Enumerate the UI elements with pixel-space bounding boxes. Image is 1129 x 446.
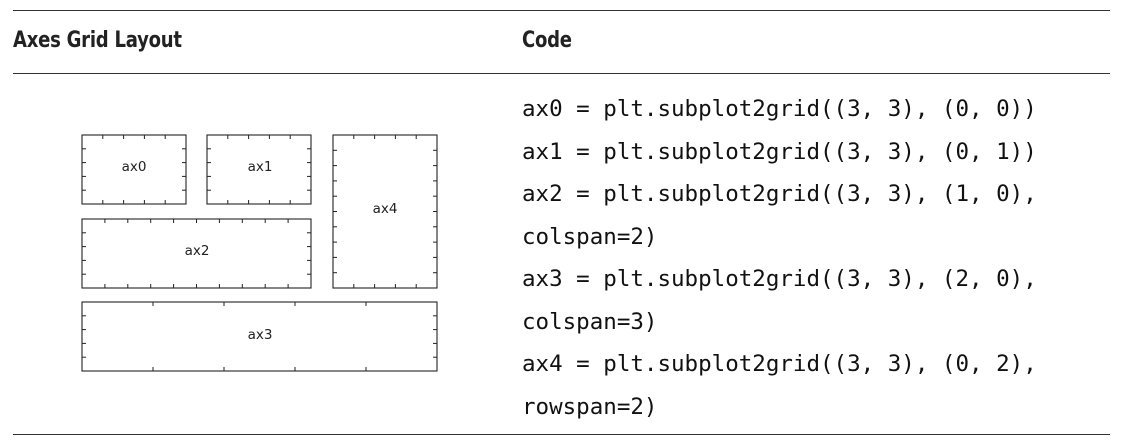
ax3-label: ax3 xyxy=(248,327,273,343)
ax0-frame xyxy=(81,134,187,205)
code-block: ax0 = plt.subplot2grid((3, 3), (0, 0)) a… xyxy=(522,88,1037,428)
axes-grid-diagram: ax0 ax1 ax4 ax2 ax3 xyxy=(81,134,438,372)
code-line: ax4 = plt.subplot2grid((3, 3), (0, 2), xyxy=(522,351,1037,377)
ax1-frame xyxy=(206,134,312,205)
code-line: colspan=3) xyxy=(522,308,658,335)
header-rule xyxy=(13,73,1110,74)
ax0-label: ax0 xyxy=(122,159,147,175)
table-bottom-rule xyxy=(13,434,1110,435)
code-line: ax0 = plt.subplot2grid((3, 3), (0, 0)) xyxy=(522,96,1037,122)
code-line: rowspan=2) xyxy=(522,393,658,420)
code-line: ax2 = plt.subplot2grid((3, 3), (1, 0), xyxy=(522,181,1037,207)
code-line: colspan=2) xyxy=(522,223,658,250)
ax3-frame xyxy=(81,301,438,372)
ax2-label: ax2 xyxy=(185,243,210,259)
ax1-label: ax1 xyxy=(248,159,273,175)
layout-column-header: Axes Grid Layout xyxy=(13,28,182,53)
code-line: ax3 = plt.subplot2grid((3, 3), (2, 0), xyxy=(522,266,1037,292)
code-column-header: Code xyxy=(522,28,572,53)
ax4-label: ax4 xyxy=(373,201,398,217)
table-top-rule xyxy=(13,10,1110,11)
code-line: ax1 = plt.subplot2grid((3, 3), (0, 1)) xyxy=(522,138,1037,165)
